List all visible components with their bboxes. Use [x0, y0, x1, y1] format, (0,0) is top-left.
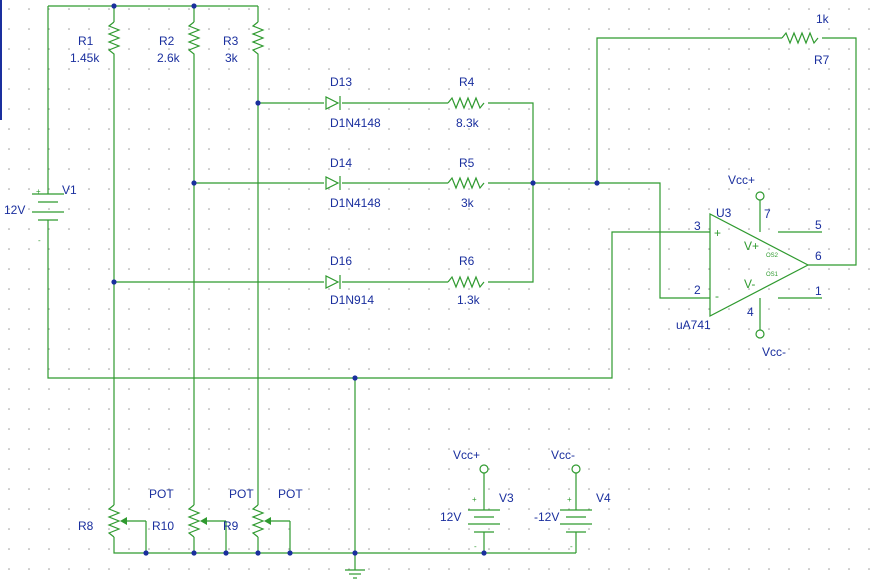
- diode-d13-model: D1N4148: [330, 116, 381, 130]
- resistor-r5-value: 3k: [461, 196, 475, 210]
- resistor-r3-value: 3k: [225, 51, 239, 65]
- opamp-pin7: 7: [764, 207, 771, 221]
- voltage-source-v4-plus: +: [567, 495, 572, 504]
- opamp-ref: U3: [716, 206, 732, 220]
- opamp-u3[interactable]: U3 uA741 + - V+ V- OS2 OS1 3 2 7 4 5 6 1…: [676, 173, 822, 359]
- opamp-vcc-plus-terminal: [755, 191, 765, 201]
- junction-dot: [530, 180, 536, 186]
- resistor-r4-ref: R4: [459, 75, 475, 89]
- opamp-pin4: 4: [747, 305, 754, 319]
- junction-dot: [191, 3, 197, 9]
- potentiometer-r9-value: POT: [278, 487, 303, 501]
- voltage-source-v3[interactable]: Vcc+ + - V3 12V: [440, 448, 514, 551]
- resistor-r5-ref: R5: [459, 156, 475, 170]
- resistor-r2-ref: R2: [159, 34, 175, 48]
- diode-d13[interactable]: D13 D1N4148: [325, 75, 381, 130]
- diode-d13-ref: D13: [330, 75, 352, 89]
- junction-dot: [481, 550, 487, 556]
- opamp-inverting-sign: -: [715, 289, 719, 303]
- resistor-r2[interactable]: R2 2.6k: [157, 21, 201, 65]
- opamp-pin1: 1: [815, 284, 822, 298]
- resistor-r3[interactable]: R3 3k: [223, 21, 265, 65]
- wires: [47, 5, 857, 570]
- resistor-r6[interactable]: R6 1.3k: [447, 254, 485, 307]
- opamp-pin2: 2: [694, 283, 701, 297]
- potentiometer-r9-ref: R9: [223, 519, 239, 533]
- voltage-source-v3-minus: -: [474, 542, 477, 551]
- resistor-r4-value: 8.3k: [456, 116, 480, 130]
- resistor-r7-ref: R7: [814, 53, 830, 67]
- resistor-r2-value: 2.6k: [157, 51, 181, 65]
- resistor-r4[interactable]: R4 8.3k: [447, 75, 485, 130]
- diode-d14-ref: D14: [330, 156, 352, 170]
- voltage-source-v4-net: Vcc-: [551, 448, 575, 462]
- voltage-source-v4-ref: V4: [596, 491, 611, 505]
- voltage-source-v4-value: -12V: [534, 510, 559, 524]
- resistor-r1[interactable]: R1 1.45k: [70, 21, 121, 65]
- junction-dot: [191, 180, 197, 186]
- opamp-os2-label: OS2: [766, 253, 779, 259]
- opamp-os1-label: OS1: [766, 272, 779, 278]
- voltage-source-v4-minus: -: [570, 542, 573, 551]
- resistor-r7[interactable]: 1k R7: [781, 12, 830, 67]
- opamp-noninverting-sign: +: [714, 226, 721, 240]
- opamp-model: uA741: [676, 318, 711, 332]
- junction-dot: [352, 550, 358, 556]
- resistor-r7-value: 1k: [816, 12, 830, 26]
- potentiometer-r8-ref: R8: [78, 519, 94, 533]
- voltage-source-v4[interactable]: Vcc- + - V4 -12V: [534, 448, 611, 551]
- resistor-r1-value: 1.45k: [70, 51, 100, 65]
- junction-dot: [191, 550, 197, 556]
- opamp-vcc-minus-terminal: [755, 329, 765, 339]
- voltage-source-v3-plus: +: [472, 495, 477, 504]
- resistor-r6-ref: R6: [459, 254, 475, 268]
- resistor-r5[interactable]: R5 3k: [447, 156, 485, 210]
- diode-d16-ref: D16: [330, 254, 352, 268]
- potentiometer-r10[interactable]: R10 POT: [152, 487, 254, 538]
- voltage-source-v1-ref: V1: [62, 183, 77, 197]
- diode-d14[interactable]: D14 D1N4148: [325, 156, 381, 210]
- opamp-pin6: 6: [815, 249, 822, 263]
- opamp-pin5: 5: [815, 218, 822, 232]
- resistor-r1-ref: R1: [78, 34, 94, 48]
- diode-d14-model: D1N4148: [330, 196, 381, 210]
- opamp-vminus-label: V-: [744, 277, 755, 291]
- vcc-minus-terminal: [571, 464, 581, 474]
- junction-dot: [111, 3, 117, 9]
- potentiometer-r8[interactable]: R8 POT: [78, 487, 174, 538]
- resistor-r6-value: 1.3k: [457, 293, 481, 307]
- voltage-source-v3-net: Vcc+: [453, 448, 480, 462]
- potentiometer-r9[interactable]: R9 POT: [223, 487, 303, 538]
- junction-dot: [143, 550, 149, 556]
- junction-dot: [352, 375, 358, 381]
- voltage-source-v1-minus: -: [38, 236, 41, 245]
- ground-symbol: [345, 569, 365, 579]
- vcc-plus-terminal: [479, 464, 489, 474]
- junction-dot: [223, 550, 229, 556]
- voltage-source-v3-ref: V3: [499, 491, 514, 505]
- junction-dot: [255, 100, 261, 106]
- junction-dot: [287, 550, 293, 556]
- opamp-supply-top: Vcc+: [728, 173, 755, 187]
- junctions: [111, 3, 600, 556]
- voltage-source-v1-value: 12V: [4, 203, 25, 217]
- junction-dot: [594, 180, 600, 186]
- voltage-source-v1-plus: +: [36, 187, 41, 196]
- potentiometer-r10-ref: R10: [152, 519, 174, 533]
- diode-d16-model: D1N914: [330, 293, 374, 307]
- voltage-source-v1[interactable]: + - V1 12V: [4, 183, 77, 245]
- junction-dot: [255, 550, 261, 556]
- junction-dot: [111, 279, 117, 285]
- diode-d16[interactable]: D16 D1N914: [325, 254, 374, 307]
- resistor-r3-ref: R3: [223, 34, 239, 48]
- potentiometer-r8-value: POT: [149, 487, 174, 501]
- potentiometer-r10-value: POT: [229, 487, 254, 501]
- voltage-source-v3-value: 12V: [440, 510, 461, 524]
- opamp-supply-bottom: Vcc-: [762, 345, 786, 359]
- opamp-pin3: 3: [694, 219, 701, 233]
- opamp-vplus-label: V+: [744, 239, 759, 253]
